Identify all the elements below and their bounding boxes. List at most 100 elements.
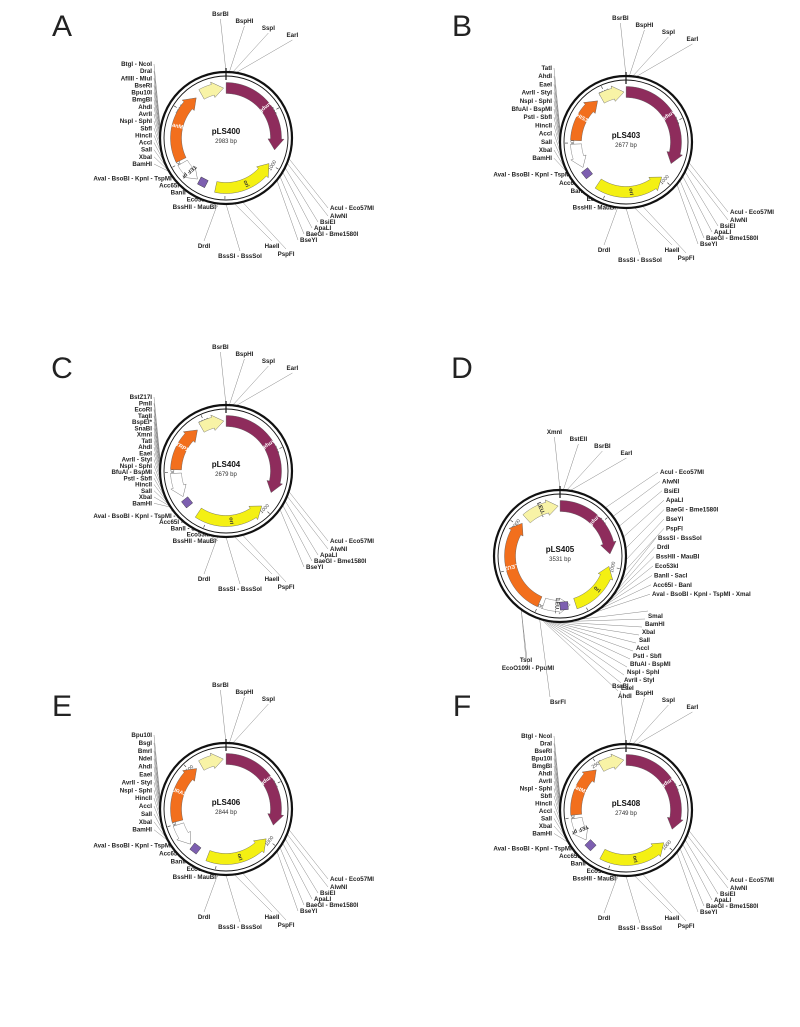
site-label: AflIII - MluI bbox=[121, 75, 153, 82]
site-label: NspI - SphI bbox=[120, 787, 153, 794]
site-label: BaeGI - Bme1580I bbox=[314, 558, 367, 565]
feature-label: ori bbox=[631, 855, 638, 863]
site-label: HaeII bbox=[665, 247, 680, 254]
panel-letter: B bbox=[452, 10, 472, 43]
leader-line bbox=[634, 875, 673, 914]
site-label: BamHI bbox=[132, 827, 152, 834]
site-label: EaeI bbox=[139, 450, 152, 457]
feature-label: ori bbox=[236, 853, 244, 862]
site-label: DraI bbox=[540, 741, 552, 748]
feature-arrow-marker bbox=[170, 768, 197, 823]
site-label: BsrFI bbox=[550, 699, 566, 706]
site-label: BsrBI bbox=[612, 15, 629, 22]
site-label: BsrBI bbox=[594, 443, 611, 450]
site-label: BanII - SacI bbox=[171, 525, 205, 532]
tick-mark bbox=[279, 447, 283, 449]
site-label: AvrII - StyI bbox=[122, 457, 153, 464]
leader-line bbox=[635, 43, 693, 77]
site-label: AhdI bbox=[138, 104, 152, 111]
leader-line bbox=[629, 697, 645, 745]
feature-label: ori bbox=[242, 180, 251, 189]
site-label: BaeGI - Bme1580I bbox=[666, 507, 719, 514]
site-label: BspHI bbox=[235, 689, 253, 696]
site-label: SspI bbox=[262, 696, 275, 703]
leader-line bbox=[549, 620, 634, 652]
leader-line bbox=[279, 509, 305, 568]
leader-line bbox=[235, 372, 293, 406]
plasmid-name: pLS406 bbox=[212, 798, 241, 807]
site-label: AvaI - BsoBI - KpnI - TspMI - XmaI bbox=[493, 846, 592, 853]
tick-mark bbox=[167, 825, 171, 827]
site-label: BaeGI - Bme1580I bbox=[706, 903, 759, 910]
tick-mark bbox=[592, 758, 595, 762]
site-label: BsiEI bbox=[664, 488, 680, 495]
tick-label: 1000 bbox=[264, 835, 276, 848]
site-label: BfuAI - BspMI bbox=[511, 106, 552, 113]
site-label: BseRI bbox=[134, 82, 152, 89]
leader-line bbox=[635, 711, 693, 745]
leader-line bbox=[153, 829, 169, 841]
leader-line bbox=[242, 872, 287, 921]
leader-line bbox=[676, 183, 699, 245]
feature-label: LEU... bbox=[535, 501, 547, 518]
leader-line bbox=[153, 503, 171, 508]
leader-line bbox=[225, 203, 241, 252]
site-label: ApaLI bbox=[714, 229, 731, 236]
site-label: BmgBI bbox=[532, 763, 552, 770]
tick-mark bbox=[586, 607, 589, 611]
tick-mark bbox=[604, 517, 608, 520]
site-label: SalI bbox=[141, 488, 152, 495]
site-label: Eco53kI bbox=[587, 868, 611, 875]
promoter-box bbox=[189, 842, 202, 855]
site-label: ApaLI bbox=[314, 896, 331, 903]
leader-line bbox=[203, 203, 218, 242]
site-label: EaeI bbox=[139, 771, 152, 778]
leader-line bbox=[632, 36, 669, 77]
tick-mark bbox=[601, 86, 603, 90]
site-label: BssHII - MauBI bbox=[173, 874, 217, 881]
leader-line bbox=[603, 875, 618, 914]
site-label: AccI bbox=[139, 140, 152, 147]
feature-arrow-ampr bbox=[225, 82, 285, 151]
feature-arrow-marker bbox=[570, 100, 598, 141]
site-label: NspI - SphI bbox=[520, 98, 553, 105]
leader-line bbox=[545, 620, 628, 668]
leader-line bbox=[203, 536, 218, 575]
site-label: AvaI - BsoBI - KpnI - TspMI - XmaI bbox=[493, 172, 592, 179]
leader-line bbox=[286, 833, 329, 888]
tick-mark bbox=[277, 781, 281, 784]
site-label: SbfI bbox=[540, 793, 552, 800]
site-label: HaeII bbox=[665, 915, 680, 922]
tick-mark bbox=[510, 520, 514, 523]
site-label: DrdI bbox=[198, 576, 211, 583]
plasmid-name: pLS408 bbox=[612, 799, 641, 808]
feature-label: ori bbox=[627, 188, 634, 196]
site-label: EarI bbox=[687, 36, 699, 43]
site-label: NspI - SphI bbox=[120, 118, 153, 125]
leader-line bbox=[520, 609, 529, 669]
plasmid-size: 2749 bp bbox=[615, 811, 637, 817]
leader-line bbox=[679, 848, 705, 907]
tick-mark bbox=[275, 167, 279, 170]
site-label: DrdI bbox=[598, 915, 611, 922]
plasmid-size: 2679 bp bbox=[215, 472, 237, 478]
site-label: BanII - SacI bbox=[171, 190, 205, 197]
tick-mark bbox=[215, 866, 217, 870]
site-label: BamHI bbox=[532, 831, 552, 838]
tick-mark bbox=[669, 847, 673, 851]
site-label: NspI - SphI bbox=[520, 786, 553, 793]
tick-mark bbox=[678, 784, 682, 787]
site-label: HaeII bbox=[265, 576, 280, 583]
site-label: BamHI bbox=[132, 161, 152, 168]
tick-label: 2500 bbox=[591, 759, 604, 770]
site-label: BstZ17I bbox=[130, 394, 153, 401]
site-label: SspI bbox=[262, 25, 275, 32]
leader-line bbox=[684, 171, 719, 227]
site-label: BssSI - BssSoI bbox=[618, 257, 662, 264]
site-label: AlwNI bbox=[330, 213, 347, 220]
site-label: AlwNI bbox=[730, 885, 747, 892]
leader-line bbox=[607, 556, 655, 602]
leader-line bbox=[279, 176, 305, 235]
